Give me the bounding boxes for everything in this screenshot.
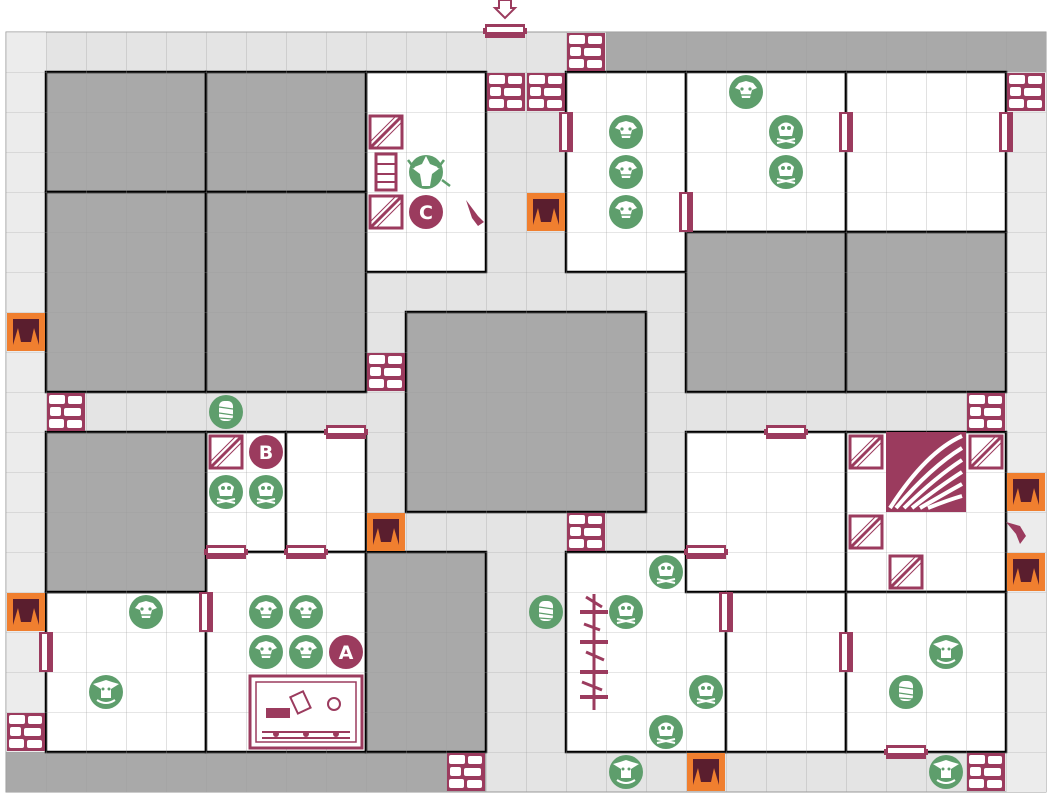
pit-trap-icon bbox=[7, 593, 45, 631]
rubble-icon bbox=[447, 753, 485, 791]
rubble-icon bbox=[47, 393, 85, 431]
grid-overlay bbox=[6, 32, 1046, 792]
chest-icon bbox=[848, 514, 884, 550]
chest-icon bbox=[888, 554, 924, 590]
furniture[interactable] bbox=[208, 114, 1026, 750]
marker-label: C bbox=[419, 202, 433, 224]
chest-icon bbox=[368, 114, 404, 150]
pit-trap-icon bbox=[687, 753, 725, 791]
skeleton-icon bbox=[248, 474, 284, 510]
skeleton-icon bbox=[768, 114, 804, 150]
skeleton-icon bbox=[688, 674, 724, 710]
chest-icon bbox=[848, 434, 884, 470]
marker-c: C bbox=[409, 195, 443, 229]
rubble-icon bbox=[487, 73, 525, 111]
chest-icon bbox=[368, 194, 404, 230]
sorcerer-icon bbox=[407, 155, 451, 189]
pit-trap-icon bbox=[367, 513, 405, 551]
door-icon bbox=[199, 592, 213, 632]
orc-icon bbox=[608, 114, 644, 150]
weapon-rack-icon bbox=[580, 594, 608, 710]
orc-icon bbox=[608, 194, 644, 230]
orc-icon bbox=[608, 154, 644, 190]
orc-icon bbox=[128, 594, 164, 630]
rubble-icon bbox=[367, 353, 405, 391]
goblin-icon bbox=[88, 674, 124, 710]
monsters[interactable] bbox=[88, 74, 964, 790]
door-icon bbox=[884, 745, 928, 759]
marker-label: A bbox=[339, 642, 354, 664]
pit-trap-icon bbox=[527, 193, 565, 231]
door-icon bbox=[999, 112, 1013, 152]
door-icon bbox=[684, 545, 728, 559]
chest-icon bbox=[208, 434, 244, 470]
orc-icon bbox=[288, 594, 324, 630]
throne-icon bbox=[886, 432, 966, 512]
rubble-icon bbox=[567, 33, 605, 71]
orc-icon bbox=[248, 634, 284, 670]
mummy-icon bbox=[888, 674, 924, 710]
marker-a: A bbox=[329, 635, 363, 669]
skeleton-icon bbox=[768, 154, 804, 190]
door-icon bbox=[284, 545, 328, 559]
rubble-icon bbox=[7, 713, 45, 751]
door-icon bbox=[204, 545, 248, 559]
chest-icon bbox=[968, 434, 1004, 470]
alchemist-bench-icon bbox=[248, 674, 364, 750]
orc-icon bbox=[728, 74, 764, 110]
door-icon bbox=[324, 425, 368, 439]
goblin-icon bbox=[928, 634, 964, 670]
door-icon bbox=[719, 592, 733, 632]
rubble-icon bbox=[967, 753, 1005, 791]
lever-icon bbox=[1006, 522, 1026, 544]
orc-icon bbox=[288, 634, 324, 670]
door-icon bbox=[679, 192, 693, 232]
rubble-icon bbox=[527, 73, 565, 111]
door-icon bbox=[839, 632, 853, 672]
skeleton-icon bbox=[208, 474, 244, 510]
goblin-icon bbox=[928, 754, 964, 790]
pit-trap-icon bbox=[1007, 473, 1045, 511]
rubble-icon bbox=[1007, 73, 1045, 111]
door-icon bbox=[764, 425, 808, 439]
door-icon[interactable] bbox=[483, 24, 527, 38]
orc-icon bbox=[248, 594, 284, 630]
marker-b: B bbox=[249, 435, 283, 469]
rubble-icon bbox=[967, 393, 1005, 431]
bookcase-icon bbox=[374, 152, 398, 192]
skeleton-icon bbox=[608, 594, 644, 630]
entry-arrow-icon[interactable] bbox=[492, 0, 518, 20]
pit-trap-icon bbox=[7, 313, 45, 351]
marker-label: B bbox=[259, 442, 273, 464]
mummy-icon bbox=[208, 394, 244, 430]
mummy-icon bbox=[528, 594, 564, 630]
goblin-icon bbox=[608, 754, 644, 790]
door-icon bbox=[839, 112, 853, 152]
rubble-icon bbox=[567, 513, 605, 551]
lever-icon bbox=[466, 200, 484, 226]
door-icon bbox=[39, 632, 53, 672]
skeleton-icon bbox=[648, 554, 684, 590]
door-icon bbox=[559, 112, 573, 152]
pit-trap-icon bbox=[1007, 553, 1045, 591]
skeleton-icon bbox=[648, 714, 684, 750]
